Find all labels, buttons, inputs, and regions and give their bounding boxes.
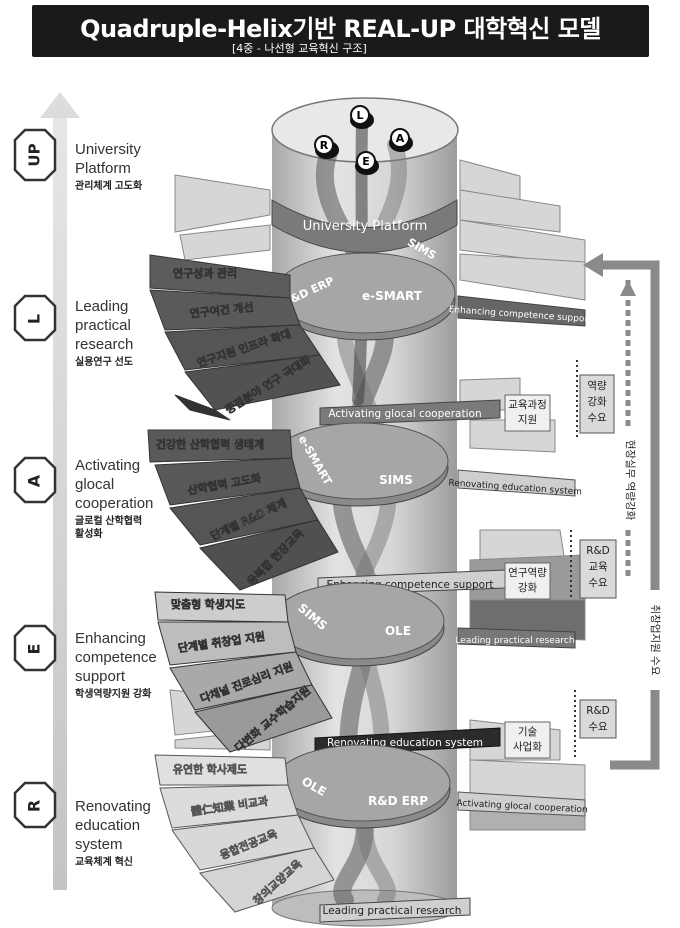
- box-rd교육수요: R&D 교육 수요: [586, 545, 610, 589]
- svg-text:E: E: [25, 644, 44, 655]
- core-letter-nodes: L R A E: [314, 105, 413, 175]
- hub-e: SIMS OLE: [271, 582, 445, 667]
- platform-ring: University Platform: [271, 199, 458, 253]
- vlabel-2: 취창업지원 수요: [649, 605, 662, 676]
- svg-text:A: A: [25, 474, 44, 487]
- svg-text:E: E: [362, 155, 370, 168]
- title-banner: Quadruple-Helix기반 REAL-UP 대학혁신 모델 [4중 - …: [32, 5, 649, 57]
- svg-text:SIMS: SIMS: [379, 473, 413, 487]
- stage-ko-e: 학생역량지원 강화: [75, 689, 152, 700]
- stage-badge-e: E: [13, 624, 57, 672]
- stage-en-up: University Platform: [75, 141, 141, 177]
- node-a: A: [389, 128, 413, 152]
- band-l: Activating glocal cooperation Enhancing …: [319, 295, 592, 426]
- vertical-labels: 현장실무 역량강화 취창업지원 수요: [622, 430, 663, 690]
- stage-badge-a: A: [13, 456, 57, 504]
- svg-text:R&D ERP: R&D ERP: [368, 794, 428, 808]
- svg-text:R: R: [320, 139, 329, 152]
- side-boxes: [504, 374, 617, 759]
- hub-a: e-SMART SIMS: [271, 422, 449, 507]
- stair-item-r-1: 유연한 학사제도: [173, 763, 247, 776]
- stage-badge-l: L: [13, 294, 57, 342]
- box-교육과정지원: 교육과정 지원: [508, 399, 547, 426]
- stage-ko-up: 관리체계 고도화: [75, 181, 143, 192]
- box-역량강화수요: 역량 강화 수요: [587, 380, 607, 424]
- svg-text:e-SMART: e-SMART: [362, 289, 423, 303]
- diagram-title: Quadruple-Helix기반 REAL-UP 대학혁신 모델: [80, 15, 601, 43]
- stage-en-e: Enhancing competence support: [75, 630, 157, 685]
- stage-ko-l: 실용연구 선도: [75, 357, 133, 368]
- svg-text:Activating glocal cooperation: Activating glocal cooperation: [328, 408, 481, 420]
- hub-l: R&D ERP e-SMART SIMS: [274, 236, 456, 341]
- stairs-r: 유연한 학사제도 體仁知業 비교과 융합전공교육 창의교양교육: [154, 754, 335, 913]
- stage-label-l: Leading practical research 실용연구 선도: [75, 297, 133, 369]
- svg-text:Leading practical research: Leading practical research: [323, 905, 462, 917]
- stage-en-a: Activating glocal cooperation: [75, 457, 154, 512]
- svg-text:UP: UP: [26, 143, 44, 166]
- node-l: L: [350, 105, 374, 129]
- box-rd수요: R&D 수요: [586, 705, 610, 733]
- stair-item-e-1: 맞춤형 학생지도: [171, 598, 245, 611]
- stage-label-up: University Platform 관리체계 고도화: [75, 140, 142, 193]
- stage-label-r: Renovating education system 교육체계 혁신: [75, 797, 151, 869]
- node-r: R: [314, 135, 339, 159]
- stair-item-l-1: 연구성과 관리: [173, 267, 237, 280]
- svg-text:Leading practical research: Leading practical research: [455, 636, 574, 646]
- progress-arrow: [40, 92, 80, 890]
- dotted-arrows: [570, 360, 578, 760]
- stage-label-e: Enhancing competence support 학생역량지원 강화: [75, 629, 157, 701]
- svg-text:OLE: OLE: [385, 624, 411, 638]
- stage-ko-a: 글로컬 산학협력 활성화: [75, 516, 143, 540]
- box-기술사업화: 기술 사업화: [513, 726, 542, 753]
- stage-badge-up: UP: [13, 128, 57, 182]
- stair-item-a-1: 건강한 산학협력 생태계: [156, 438, 264, 451]
- svg-text:R: R: [25, 800, 44, 812]
- stage-en-l: Leading practical research: [75, 298, 134, 353]
- diagram-subtitle: [4중 - 나선형 교육혁신 구조]: [232, 42, 367, 55]
- stage-en-r: Renovating education system: [75, 798, 151, 853]
- band-r: Leading practical research Activating gl…: [319, 791, 588, 923]
- band-top: University Platform: [303, 219, 428, 234]
- stage-ko-r: 교육체계 혁신: [75, 857, 133, 868]
- back-stairs: [169, 159, 586, 831]
- svg-text:A: A: [396, 132, 405, 145]
- vlabel-1: 현장실무 역량강화: [624, 440, 636, 521]
- feedback-loop-arrow: [583, 253, 660, 770]
- box-연구역량강화: 연구역량 강화: [508, 567, 547, 594]
- hub-r: OLE R&D ERP: [273, 744, 451, 829]
- svg-text:L: L: [25, 314, 44, 324]
- svg-text:L: L: [356, 109, 363, 122]
- stage-badge-r: R: [13, 781, 57, 829]
- node-e: E: [355, 151, 379, 175]
- stage-label-a: Activating glocal cooperation 글로컬 산학협력 활…: [75, 456, 153, 541]
